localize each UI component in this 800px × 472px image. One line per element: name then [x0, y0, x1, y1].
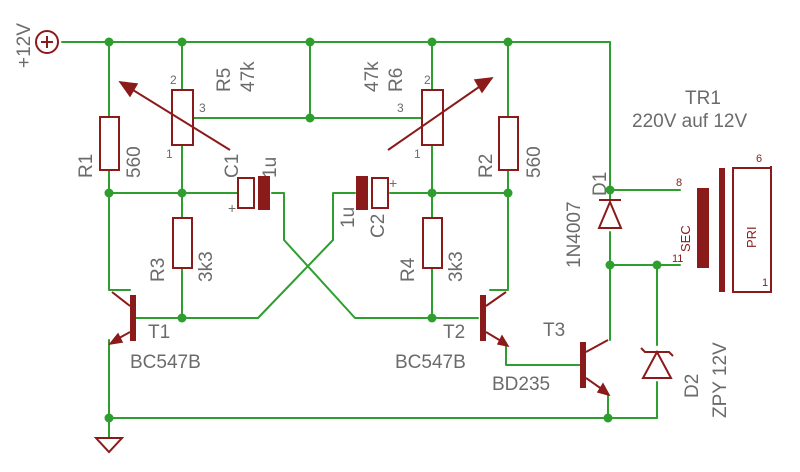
t1-name: T1: [148, 322, 170, 343]
r5-pin-2: 2: [170, 73, 177, 87]
r6-pin-1: 1: [414, 147, 421, 161]
r3-value: 3k3: [196, 251, 217, 282]
r5-value: 47k: [238, 61, 259, 92]
r2-value: 560: [524, 146, 545, 178]
transistor-t1: T1 BC547B: [108, 291, 201, 373]
tr1-pin-1: 1: [762, 277, 768, 289]
junctions: [104, 37, 662, 423]
c2-value: 1u: [338, 207, 359, 228]
c1-value: 1u: [260, 157, 281, 178]
t2-part: BC547B: [395, 352, 466, 373]
c1-name: C1: [222, 154, 243, 178]
tr1-primary-label: PRI: [744, 226, 759, 248]
wire-c1-cross: [271, 192, 431, 319]
tr1-secondary-label: SEC: [678, 225, 693, 252]
wire-t2-t3: [505, 342, 581, 366]
r1-name: R1: [76, 154, 97, 178]
d1-part: 1N4007: [564, 201, 585, 268]
d1-name: D1: [590, 172, 611, 196]
r4-value: 3k3: [446, 251, 467, 282]
supply-label: +12V: [14, 23, 35, 68]
c1-plus: +: [228, 200, 236, 216]
d2-part: ZPY 12V: [710, 342, 731, 418]
r5-pin-1: 1: [166, 147, 173, 161]
resistor-r3: R3 3k3: [148, 217, 217, 282]
supply-terminal: +12V: [14, 23, 59, 68]
capacitor-c1: + C1 1u: [222, 154, 281, 216]
potentiometer-r6: 2 3 1 47k R6: [362, 61, 494, 161]
t3-name: T3: [543, 320, 565, 341]
diode-d2: D2 ZPY 12V: [640, 342, 731, 418]
t1-part: BC547B: [130, 352, 201, 373]
tr1-name: TR1: [685, 88, 721, 109]
t2-name: T2: [443, 322, 465, 343]
ground-symbol: [93, 437, 125, 454]
r6-name: R6: [386, 68, 407, 92]
r1-value: 560: [124, 146, 145, 178]
supply-rail-wire: [61, 41, 611, 191]
c2-plus: +: [389, 175, 397, 191]
transistor-t3: T3 BD235: [492, 320, 611, 397]
t3-part: BD235: [492, 374, 550, 395]
tr1-pin-11: 11: [672, 253, 683, 265]
c2-name: C2: [368, 214, 389, 238]
capacitor-c2: + 1u C2: [338, 175, 397, 238]
wire-t1-base-cross: [133, 192, 356, 319]
transistor-t2: T2 BC547B: [395, 291, 510, 373]
r5-pin-3: 3: [199, 101, 206, 115]
diode-d1: D1 1N4007: [564, 172, 623, 268]
r3-name: R3: [148, 258, 169, 282]
wire-r2-to-t2: [489, 169, 509, 291]
transformer-tr1: TR1 220V auf 12V PRI SEC 8 11 6 1: [632, 88, 772, 293]
r6-value: 47k: [362, 61, 383, 92]
wire-r1-to-t1: [108, 169, 131, 291]
resistor-r2: R2 560: [476, 116, 545, 178]
resistor-r4: R4 3k3: [398, 217, 467, 282]
tr1-pin-6: 6: [756, 153, 762, 165]
r5-name: R5: [214, 68, 235, 92]
tr1-rating: 220V auf 12V: [632, 111, 747, 132]
resistor-r1: R1 560: [76, 116, 145, 178]
tr1-pin-8: 8: [676, 177, 682, 189]
r6-pin-3: 3: [397, 101, 404, 115]
d2-name: D2: [682, 374, 703, 398]
potentiometer-r5: 2 3 1 R5 47k: [118, 61, 259, 161]
r2-name: R2: [476, 154, 497, 178]
r6-pin-2: 2: [424, 73, 431, 87]
r4-name: R4: [398, 257, 419, 282]
